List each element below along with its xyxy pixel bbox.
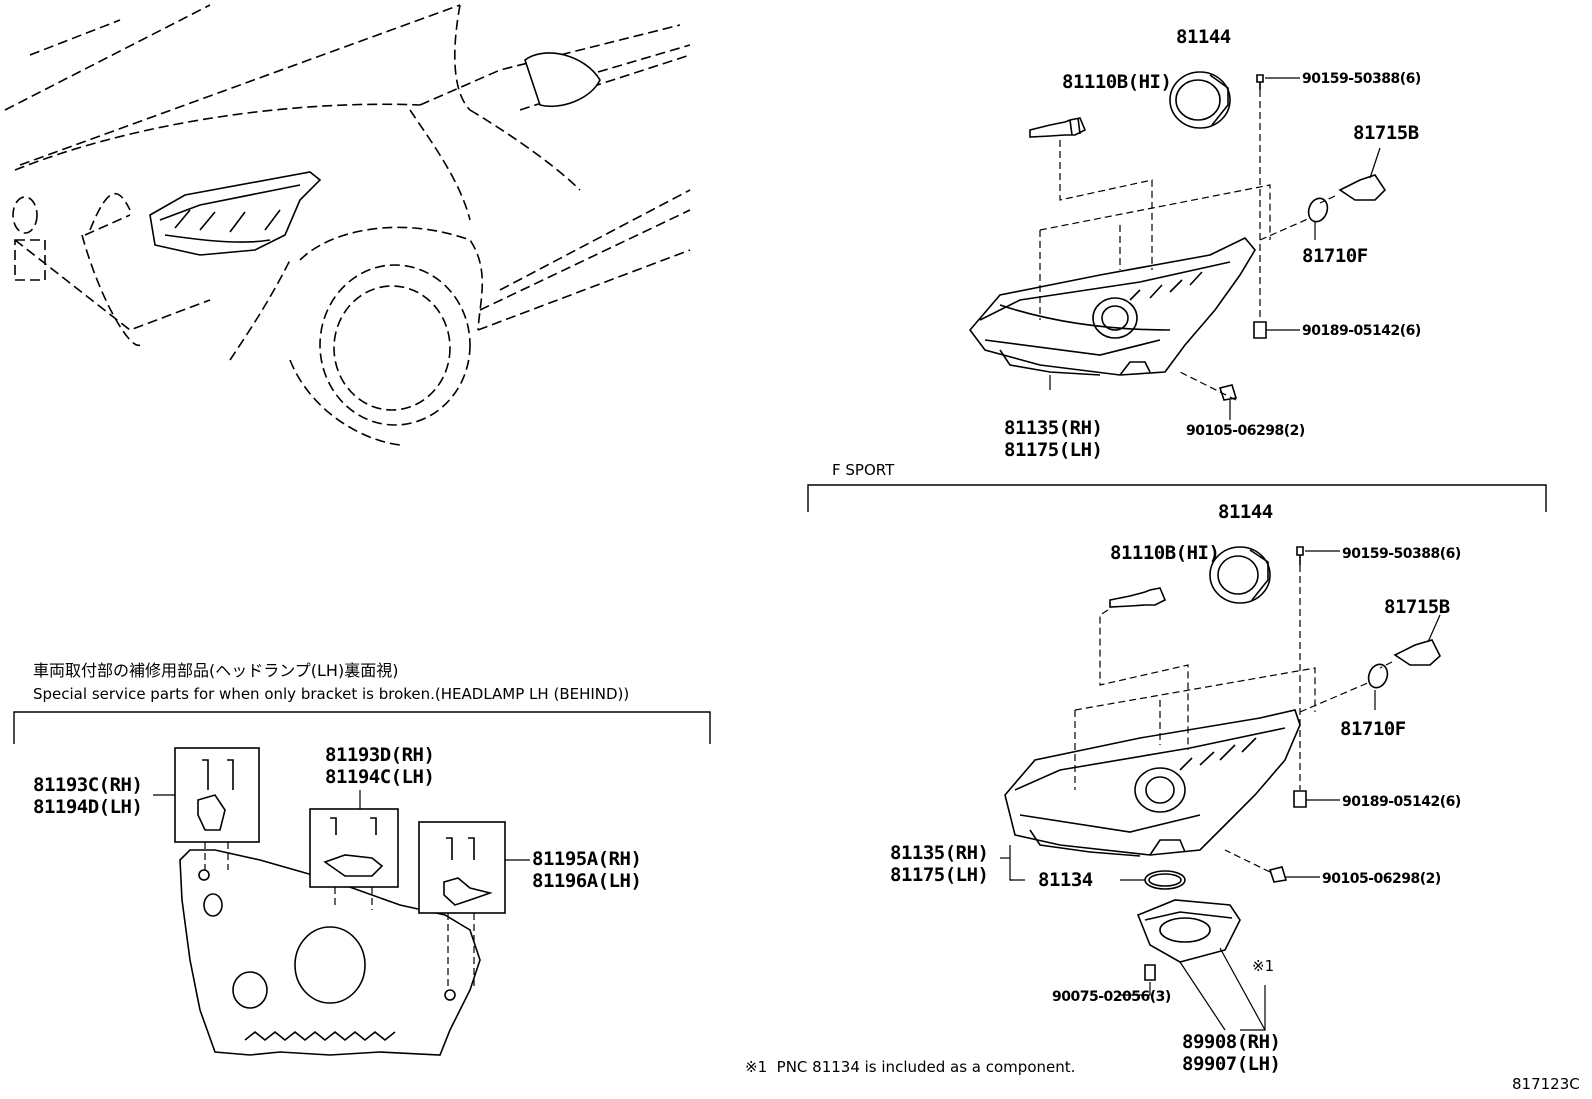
label-81144-top: 81144 [1176,26,1231,48]
service-title-japanese: 車両取付部の補修用部品(ヘッドランプ(LH)裏面視) [33,661,399,680]
vehicle-grille [12,196,46,281]
label-81193c: 81193C(RH) [33,774,143,796]
footnote: ※1 PNC 81134 is included as a component. [745,1058,1076,1076]
top-headlamp-assembly [968,237,1256,376]
fsport-headlamp-assembly [1004,709,1301,857]
illustration-code: 817123C [1512,1075,1580,1093]
vehicle-wheel [319,264,471,426]
fsport-screw-90159 [1296,546,1304,565]
label-90105-top: 90105-06298(2) [1186,423,1305,439]
label-81175-top: 81175(LH) [1004,439,1103,461]
footnote-mark: ※1 [1252,957,1275,975]
label-81134-fsport: 81134 [1038,869,1093,891]
label-81195a: 81195A(RH) [532,848,642,870]
fsport-leader-lines [1074,565,1393,873]
fsport-heading: F SPORT [832,461,895,479]
top-screw-90159 [1256,74,1264,90]
label-90159-fsport: 90159-50388(6) [1342,546,1461,562]
label-81135-top: 81135(RH) [1004,417,1103,439]
fsport-solid-leaders [1000,550,1441,1031]
fsport-bulb-81710f [1367,663,1389,689]
label-89907-fsport: 89907(LH) [1182,1053,1281,1075]
fsport-bracket [807,484,1547,512]
label-81135-fsport: 81135(RH) [890,842,989,864]
label-81193d: 81193D(RH) [325,744,435,766]
top-bulb-81110b [1029,117,1087,138]
fsport-screw-90189 [1293,790,1307,808]
service-solid-leaders [153,790,530,861]
label-81715b-fsport: 81715B [1384,596,1450,618]
fsport-cap-81144 [1209,546,1271,604]
fsport-ballast-89908 [1136,899,1241,963]
label-81196a: 81196A(LH) [532,870,642,892]
fsport-socket-81715b [1393,639,1441,666]
label-81110b-top: 81110B(HI) [1062,71,1172,93]
vehicle-illustration [4,4,691,446]
label-90075-fsport: 90075-02056(3) [1052,989,1171,1005]
top-socket-81715b [1338,174,1387,201]
top-leader-lines [1039,90,1336,401]
label-81715b-top: 81715B [1353,122,1419,144]
bracket-box-81193d [309,808,399,888]
fsport-bulb-81110b [1109,587,1167,608]
label-81710f-top: 81710F [1302,245,1368,267]
label-81710f-fsport: 81710F [1340,718,1406,740]
service-parts-bracket [13,711,711,744]
vehicle-headlamp [149,171,322,256]
label-81110b-fsport: 81110B(HI) [1110,542,1220,564]
label-90105-fsport: 90105-06298(2) [1322,871,1441,887]
top-screw-90189 [1253,321,1267,339]
fsport-screw-90075 [1144,964,1156,981]
top-bulb-81710f [1307,197,1329,223]
fsport-screw-90105 [1268,866,1288,883]
label-90189-top: 90189-05142(6) [1302,323,1421,339]
top-cap-81144 [1169,71,1231,129]
top-screw-90105 [1218,384,1238,401]
label-90189-fsport: 90189-05142(6) [1342,794,1461,810]
label-81175-fsport: 81175(LH) [890,864,989,886]
label-90159-top: 90159-50388(6) [1302,71,1421,87]
service-title-english: Special service parts for when only brac… [33,685,630,703]
fsport-gasket-81134 [1144,870,1186,890]
label-81194c: 81194C(LH) [325,766,435,788]
label-89908-fsport: 89908(RH) [1182,1031,1281,1053]
label-81144-fsport: 81144 [1218,501,1273,523]
bracket-box-81193c [174,747,260,843]
top-solid-leaders [1049,77,1381,420]
headlamp-back-view [179,849,481,1056]
label-81194d: 81194D(LH) [33,796,143,818]
vehicle-mirror [524,52,601,107]
bracket-box-81195a [418,821,506,914]
service-leader-lines [204,842,475,990]
